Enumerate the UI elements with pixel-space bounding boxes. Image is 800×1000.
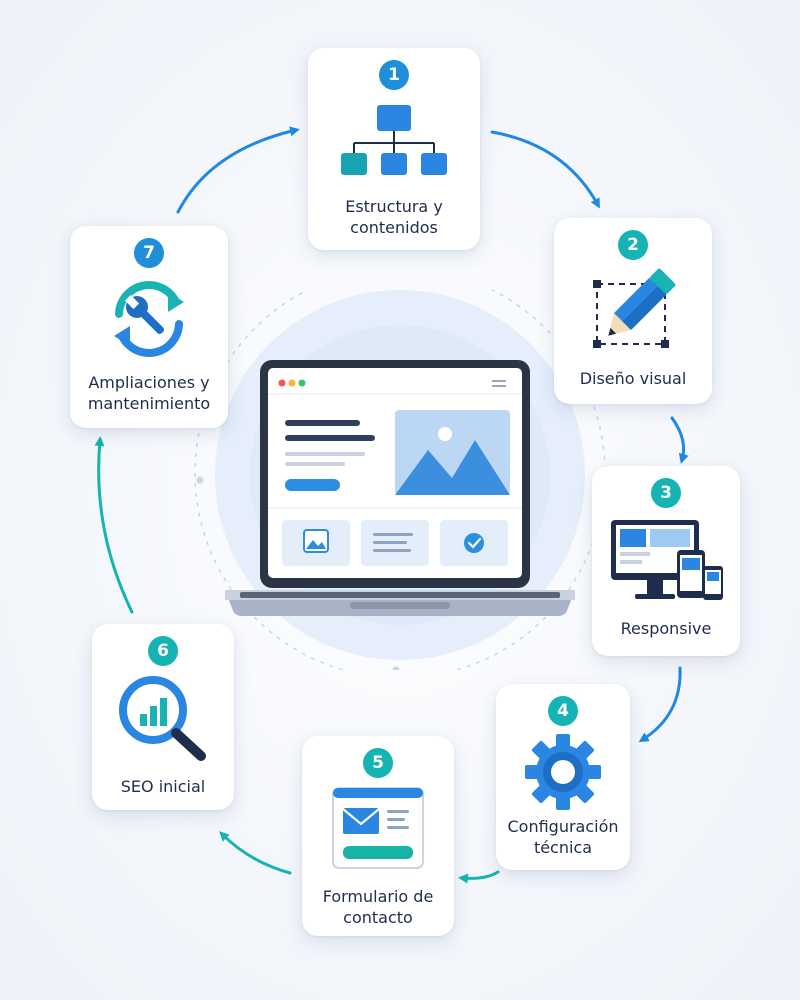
- step-number-badge: 3: [651, 478, 681, 508]
- step-label: SEO inicial: [120, 777, 206, 796]
- step-label: Ampliaciones y mantenimiento: [87, 373, 211, 413]
- arrow-6-to-7: [94, 436, 134, 614]
- step-card-1[interactable]: 1 Estructura y contenidos: [308, 48, 480, 250]
- maintenance-cycle-icon: [114, 281, 184, 357]
- step-card-2[interactable]: 2 Diseño visual: [554, 218, 712, 404]
- step-number-badge: 6: [148, 636, 178, 666]
- step-number-badge: 1: [379, 60, 409, 90]
- step-card-6[interactable]: 6 SEO inicial: [92, 624, 234, 810]
- step-label: Formulario de contacto: [322, 887, 434, 927]
- arrow-4-to-5: [458, 870, 500, 884]
- laptop-website-icon: [194, 290, 606, 670]
- arrow-3-to-4: [638, 666, 682, 743]
- step-card-5[interactable]: 5 Formulario de contacto: [302, 736, 454, 936]
- seo-magnifier-icon: [119, 676, 206, 761]
- step-label: Diseño visual: [579, 369, 687, 388]
- contact-form-icon: [332, 787, 424, 869]
- sitemap-icon: [341, 105, 447, 175]
- arrow-1-to-2: [490, 130, 600, 209]
- step-card-4[interactable]: 4 Configuración técnica: [496, 684, 630, 870]
- step-number-badge: 2: [618, 230, 648, 260]
- step-number-badge: 5: [363, 748, 393, 778]
- step-label: Responsive: [620, 619, 712, 638]
- devices-icon: [611, 520, 723, 600]
- arrow-2-to-3: [670, 416, 689, 464]
- arrow-5-to-6: [219, 831, 292, 875]
- step-number-badge: 7: [134, 238, 164, 268]
- gear-icon: [525, 734, 601, 810]
- pencil-design-icon: [593, 268, 676, 348]
- step-card-7[interactable]: 7 Ampliaciones y mantenimiento: [70, 226, 228, 428]
- arrow-7-to-1: [176, 126, 300, 214]
- step-number-badge: 4: [548, 696, 578, 726]
- step-label: Estructura y contenidos: [345, 197, 443, 237]
- step-label: Configuración técnica: [507, 817, 619, 857]
- step-card-3[interactable]: 3 Responsive: [592, 466, 740, 656]
